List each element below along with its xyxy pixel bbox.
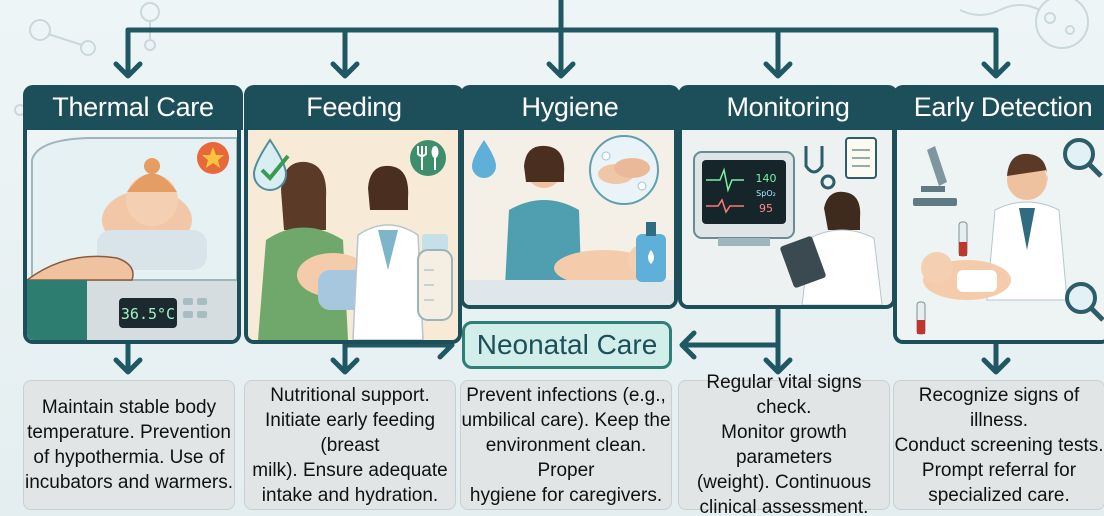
clipboard-icon [845,137,877,179]
baby-icon [921,252,1011,300]
description-text: Nutritional support. Initiate early feed… [252,384,448,506]
doctor-tablet-icon [780,191,883,305]
star-badge-icon [197,142,229,174]
nurse-icon [504,145,582,305]
description-thermal-care: Maintain stable body temperature. Preven… [23,380,235,510]
test-tube-icon [916,221,968,335]
heart-rate-readout: 140 [756,172,777,185]
handwash-icon [589,135,659,205]
arrowhead-detection [981,61,1011,79]
arrowhead-monitoring [763,61,793,79]
header-early-detection: Early Detection [893,85,1104,130]
panel-feeding [244,130,462,344]
bottle-icon [417,234,453,321]
header-hygiene: Hygiene [460,85,680,130]
description-feeding: Nutritional support. Initiate early feed… [244,380,456,510]
soap-bottle-icon [636,222,666,282]
baby-icon [97,158,207,270]
temperature-readout: 36.5°C [121,305,175,323]
description-text: Prevent infections (e.g., umbilical care… [461,384,671,506]
caregiver-hand [27,255,134,281]
fork-spoon-icon [410,140,446,176]
magnifier-icon [1065,282,1104,322]
monitor-icon: 140 SpO₂ 95 [693,151,795,246]
description-text: Recognize signs of illness. Conduct scre… [894,384,1104,506]
check-drop-icon [252,138,290,191]
down-arrow-thermal [113,340,143,375]
spo2-readout: 95 [759,202,773,215]
panel-monitoring: 140 SpO₂ 95 [678,130,896,309]
monitoring-to-center-line [679,307,793,375]
nurse-icon [352,165,424,340]
description-text: Regular vital signs check. Monitor growt… [696,372,872,516]
microscope-icon [913,146,957,206]
stethoscope-icon [804,146,836,190]
description-hygiene: Prevent infections (e.g., umbilical care… [460,380,672,510]
header-feeding: Feeding [244,85,464,130]
description-early-detection: Recognize signs of illness. Conduct scre… [893,380,1104,510]
header-thermal-care: Thermal Care [23,85,243,130]
header-monitoring: Monitoring [678,85,898,130]
arrowhead-hygiene [546,61,576,79]
arrowhead-thermal [113,61,143,79]
temperature-display: 36.5°C [119,298,177,328]
magnifier-icon [1063,138,1103,178]
panel-early-detection [893,130,1104,344]
panel-hygiene [460,130,678,309]
center-node-neonatal-care: Neonatal Care [462,321,672,369]
water-drop-icon [472,140,496,178]
panel-thermal-care: 36.5°C [23,130,241,344]
spo2-label: SpO₂ [756,189,776,198]
down-arrow-detection [981,340,1011,375]
arrowhead-feeding [330,61,360,79]
description-monitoring: Regular vital signs check. Monitor growt… [678,372,890,516]
description-text: Maintain stable body temperature. Preven… [24,397,234,493]
